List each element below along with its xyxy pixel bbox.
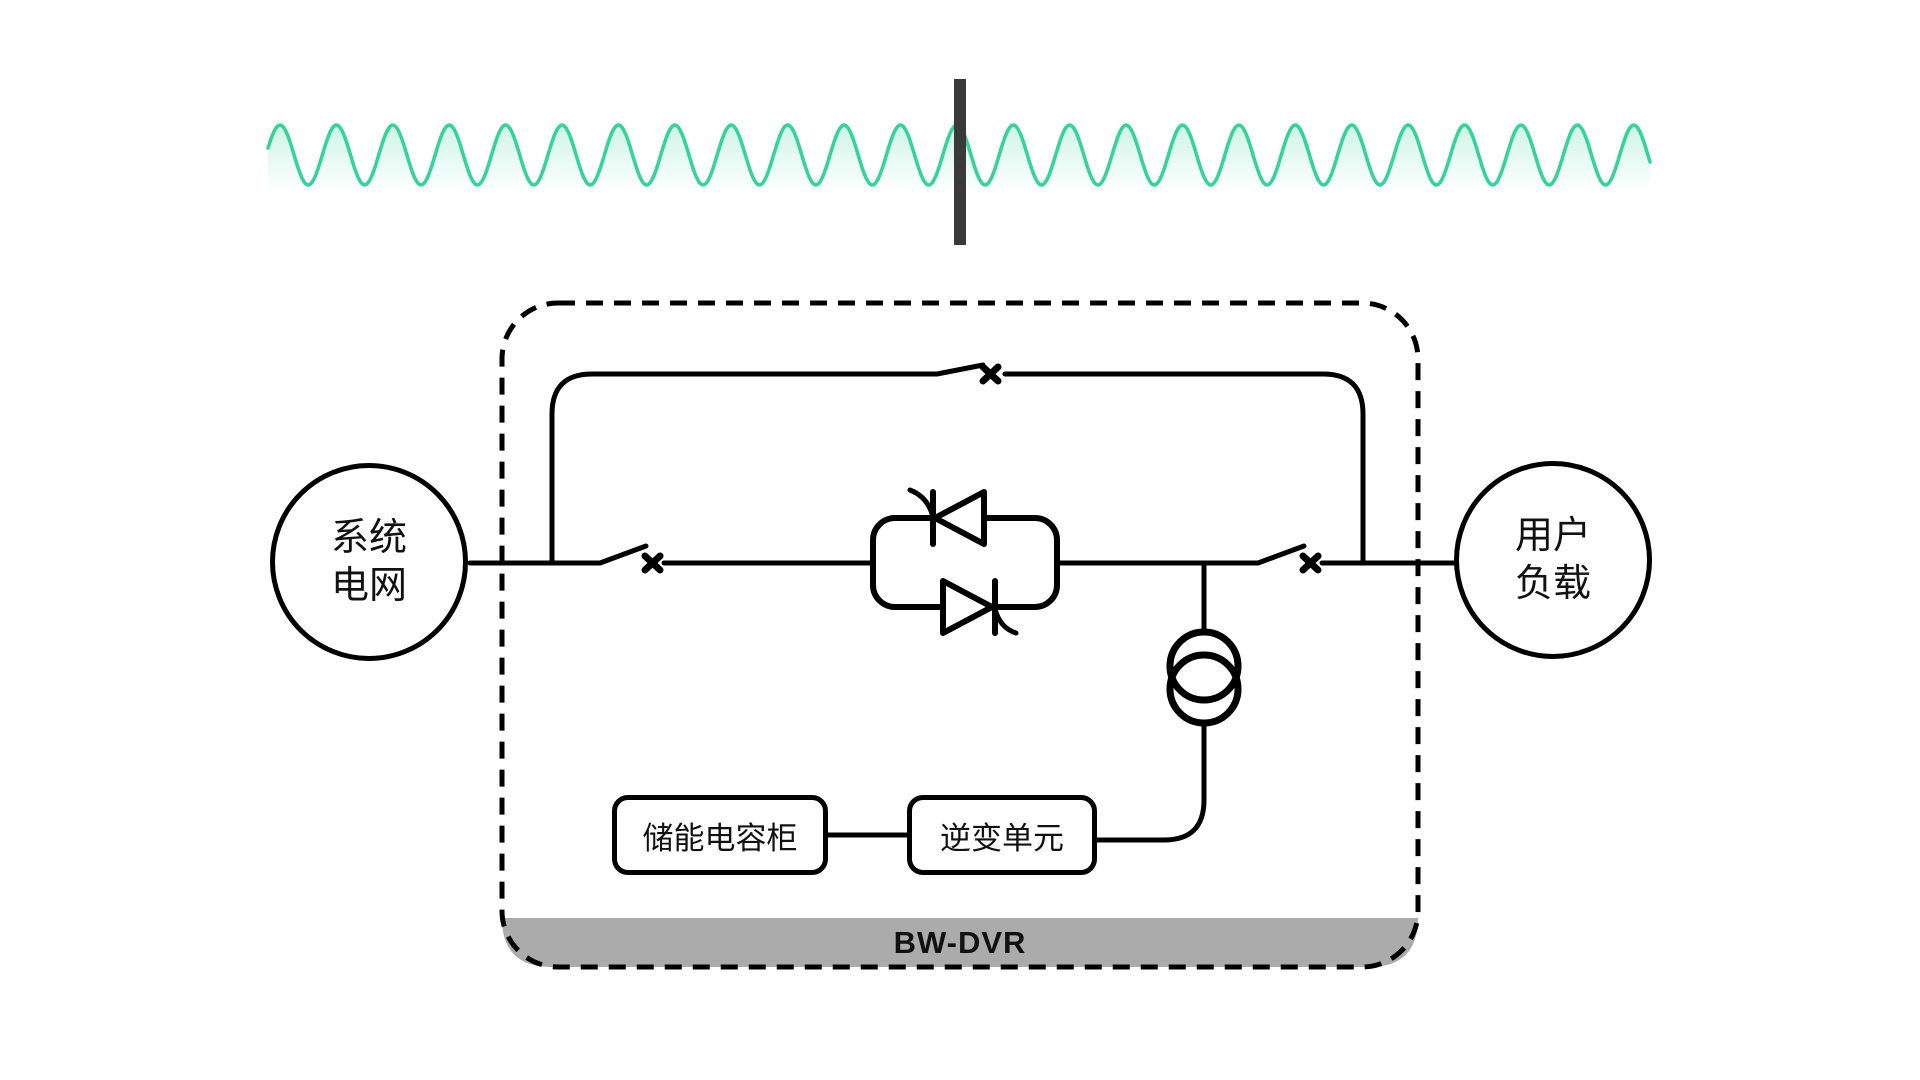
grid-label-line2: 电网 xyxy=(330,565,407,607)
bypass-wire-left xyxy=(549,371,940,566)
grid-label-line1: 系统 xyxy=(330,517,407,559)
thyristor-top-gate xyxy=(907,487,936,520)
bypass-switch-contact-x xyxy=(979,363,1002,385)
load-label-line2: 负载 xyxy=(1514,563,1591,605)
bypass-branch xyxy=(549,362,1366,566)
transformer-secondary-lead xyxy=(1094,719,1207,843)
storage-box-label: 储能电容柜 xyxy=(642,820,798,856)
dvr-footer-bar xyxy=(502,918,1418,967)
bypass-switch-blade xyxy=(934,362,986,377)
dvr-label: BW-DVR xyxy=(893,924,1027,960)
input-switch-blade xyxy=(597,543,649,566)
load-label-line1: 用户 xyxy=(1514,515,1591,557)
input-switch-contact-x xyxy=(641,552,664,574)
voltage-sag-marker xyxy=(954,79,966,245)
injection-transformer xyxy=(1094,560,1242,843)
thyristor-bottom-gate xyxy=(992,606,1019,636)
inverter-box-label: 逆变单元 xyxy=(940,820,1064,856)
antiparallel-thyristor-valve xyxy=(870,487,1060,636)
inverter-box: 逆变单元 xyxy=(907,795,1097,875)
dvr-enclosure-border xyxy=(499,300,1421,970)
load-node: 用户 负载 xyxy=(1454,461,1652,659)
bypass-wire-right xyxy=(1002,371,1366,566)
output-series-switch xyxy=(1255,543,1459,574)
output-switch-contact-x xyxy=(1299,552,1322,574)
grid-source-node: 系统 电网 xyxy=(270,463,468,661)
output-switch-blade xyxy=(1255,543,1307,566)
storage-capacitor-box: 储能电容柜 xyxy=(612,795,828,875)
transformer-coil-top xyxy=(1166,628,1242,704)
thyristor-bottom-triangle xyxy=(940,578,995,636)
input-series-switch xyxy=(597,543,876,574)
thyristor-top-triangle xyxy=(932,489,987,547)
